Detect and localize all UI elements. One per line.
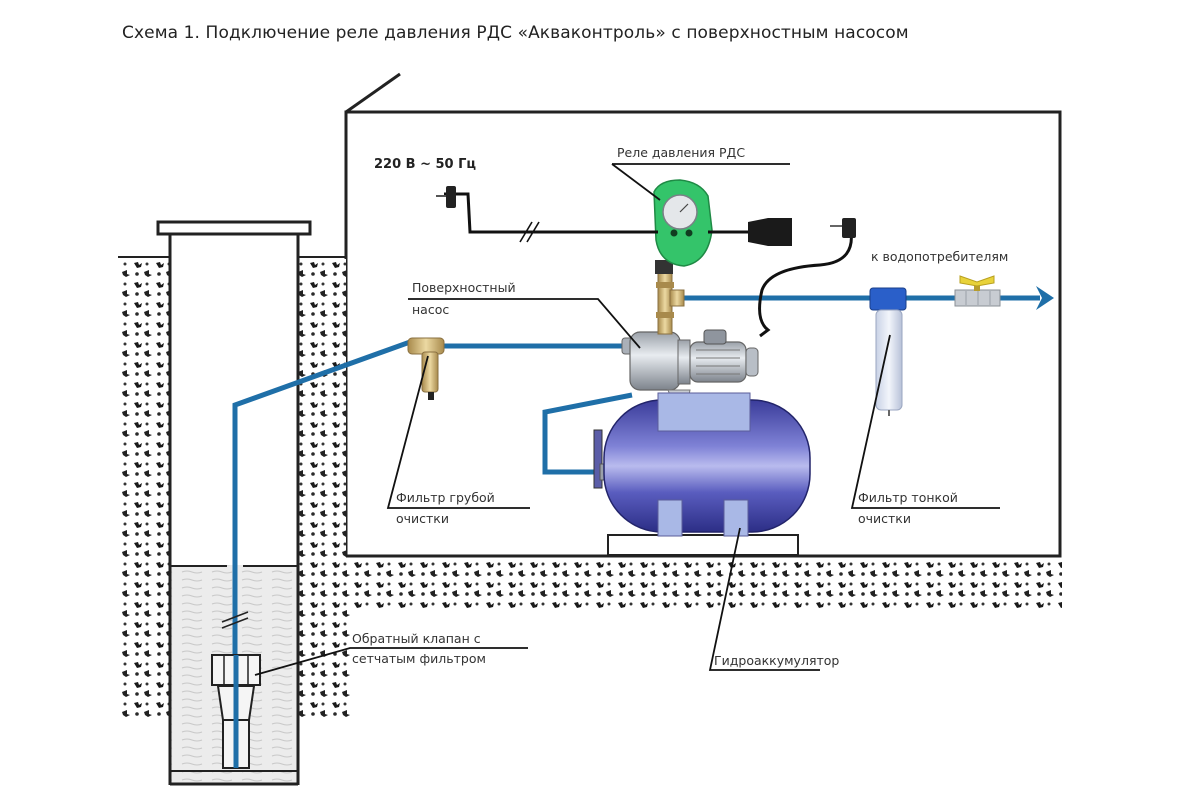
pump-label-line2: насос bbox=[412, 302, 450, 317]
surface-pump bbox=[621, 329, 759, 401]
coarse-filter bbox=[407, 337, 445, 400]
coarse-filter-label-line2: очистки bbox=[396, 511, 449, 526]
fine-filter-label-line2: очистки bbox=[858, 511, 911, 526]
roof-line bbox=[345, 72, 401, 114]
hydro-accumulator bbox=[593, 392, 811, 556]
well-cap bbox=[156, 220, 312, 236]
accumulator-label: Гидроаккумулятор bbox=[714, 653, 840, 668]
check-valve bbox=[211, 654, 261, 769]
fine-filter bbox=[869, 287, 907, 416]
diagram-title: Схема 1. Подключение реле давления РДС «… bbox=[122, 23, 909, 43]
pipe-break-mark bbox=[221, 611, 249, 629]
power-plug-icon bbox=[436, 186, 456, 208]
leader-lines bbox=[254, 163, 1000, 676]
leader-pump bbox=[408, 298, 641, 349]
check-valve-label-line2: сетчатым фильтром bbox=[352, 651, 486, 666]
cable-break-mark bbox=[519, 221, 540, 243]
power-socket-icon bbox=[748, 218, 792, 246]
consumers-label: к водопотребителям bbox=[871, 249, 1009, 264]
ball-valve bbox=[954, 275, 1001, 307]
pressure-relay bbox=[653, 179, 713, 274]
valve-handle-icon bbox=[959, 275, 995, 287]
power-supply-label: 220 В ~ 50 Гц bbox=[374, 157, 477, 172]
pump-plug-icon bbox=[830, 218, 856, 238]
leader-accumulator bbox=[708, 527, 820, 671]
soil-right bbox=[298, 259, 346, 719]
pump-label-line1: Поверхностный bbox=[412, 280, 516, 295]
soil-left bbox=[120, 259, 170, 719]
check-valve-label-line1: Обратный клапан с bbox=[352, 631, 481, 646]
power-cable bbox=[444, 192, 853, 338]
pipe-pump-to-tank bbox=[542, 392, 633, 475]
relay-label: Реле давления РДС bbox=[617, 145, 746, 160]
tank-base bbox=[607, 534, 799, 556]
ground-under-building bbox=[346, 558, 1062, 608]
leader-fine-filter bbox=[850, 334, 1000, 509]
flow-arrow-icon bbox=[1036, 286, 1054, 310]
leader-coarse-filter bbox=[386, 355, 530, 509]
brass-tee bbox=[656, 271, 685, 335]
coarse-filter-label-line1: Фильтр грубой bbox=[396, 490, 495, 505]
leader-check-valve bbox=[254, 647, 528, 676]
fine-filter-label-line1: Фильтр тонкой bbox=[858, 490, 958, 505]
